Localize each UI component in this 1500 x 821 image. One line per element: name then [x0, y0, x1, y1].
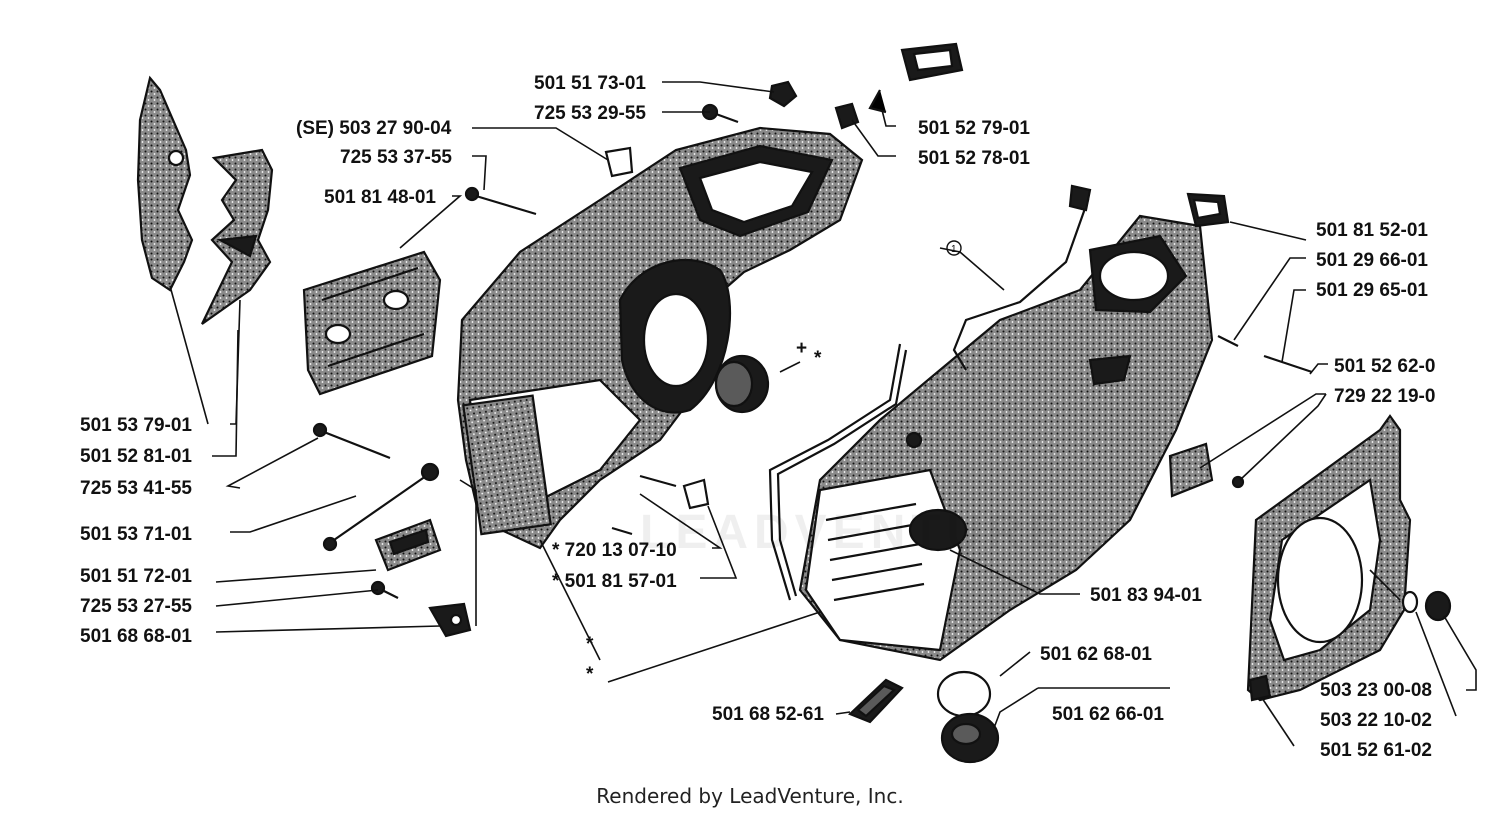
label-501-52-81-01: 501 52 81-01	[80, 446, 192, 467]
part-number-labels: 501 51 73-01 725 53 29-55 (SE) 503 27 90…	[80, 73, 1435, 761]
seal-ring-part-501-62-68-01	[936, 670, 992, 718]
grommet-part	[604, 146, 634, 178]
label-720-13-07-10: * 720 13 07-10	[552, 540, 677, 561]
asterisk-marker-c: *	[814, 348, 822, 369]
label-501-51-72-01: 501 51 72-01	[80, 566, 192, 587]
nut-part-top	[768, 80, 798, 108]
crankcase-right-part	[798, 214, 1214, 662]
long-bolt-part	[312, 422, 391, 460]
label-725-53-37-55: 725 53 37-55	[340, 147, 452, 168]
callout-circle-1	[946, 240, 962, 256]
long-screw-part	[322, 462, 440, 552]
asterisk-marker-b: *	[586, 664, 594, 685]
switch-part-501-81-52-01	[1186, 192, 1230, 228]
bolt-part-725-53-37-55	[464, 186, 537, 216]
label-725-53-27-55: 725 53 27-55	[80, 596, 192, 617]
asterisk-marker-a: *	[586, 634, 594, 655]
tensioner-parts	[611, 474, 710, 536]
clip-part-501-68-68-01	[428, 602, 472, 638]
footer-credit: Rendered by LeadVenture, Inc.	[596, 784, 904, 808]
label-501-52-61-02: 501 52 61-02	[1320, 740, 1432, 761]
label-501-62-68-01: 501 62 68-01	[1040, 644, 1152, 665]
latch-part-501-52-62	[1168, 442, 1214, 498]
watermark-text: LEADVENTURE	[640, 506, 1067, 559]
label-501-52-79-01: 501 52 79-01	[918, 118, 1030, 139]
leader-lines	[169, 81, 1477, 747]
screw-part-top	[701, 103, 739, 124]
label-501-83-94-01: 501 83 94-01	[1090, 585, 1202, 606]
label-503-22-10-02: 503 22 10-02	[1320, 710, 1432, 731]
label-501-81-57-01: * 501 81 57-01	[552, 571, 677, 592]
chain-plate-part	[302, 250, 442, 396]
bracket-part-501-51-72-01	[374, 518, 442, 572]
label-501-29-65-01: 501 29 65-01	[1316, 280, 1428, 301]
nut-part-503-22-10-02	[1424, 590, 1452, 622]
crankcase-left-part	[456, 126, 864, 550]
label-se-503-27-90-04: (SE) 503 27 90-04	[296, 118, 452, 139]
label-501-53-71-01: 501 53 71-01	[80, 524, 192, 545]
vent-part-501-68-52-61	[847, 678, 904, 724]
plug-cap-part	[868, 42, 964, 114]
plus-marker: +	[796, 338, 807, 359]
label-503-23-00-08: 503 23 00-08	[1320, 680, 1432, 701]
pin-part-501-29-65-01	[1263, 354, 1313, 374]
label-725-53-41-55: 725 53 41-55	[80, 478, 192, 499]
spring-part-501-29-66-01	[1217, 335, 1239, 347]
cable-part-1	[952, 184, 1092, 371]
label-729-22-19-0: 729 22 19-0	[1334, 386, 1435, 407]
bearing-drum-part	[714, 354, 770, 414]
label-501-52-62-0: 501 52 62-0	[1334, 356, 1435, 377]
chain-guard-left-part	[136, 75, 194, 292]
label-501-62-66-01: 501 62 66-01	[1052, 704, 1164, 725]
washer-part-503-23-00-08	[1401, 590, 1419, 614]
label-501-68-68-01: 501 68 68-01	[80, 626, 192, 647]
chain-guard-right-part	[201, 148, 274, 325]
label-501-81-52-01: 501 81 52-01	[1316, 220, 1428, 241]
label-725-53-29-55: 725 53 29-55	[534, 103, 646, 124]
label-501-68-52-61: 501 68 52-61	[712, 704, 824, 725]
gasket-part	[768, 343, 908, 601]
starter-cover-part	[1246, 414, 1412, 702]
callout-circle-1-number: 1	[951, 244, 957, 255]
label-501-51-73-01: 501 51 73-01	[534, 73, 646, 94]
label-501-29-66-01: 501 29 66-01	[1316, 250, 1428, 271]
tank-cap-part-501-62-66-01	[940, 712, 1000, 764]
label-501-53-79-01: 501 53 79-01	[80, 415, 192, 436]
label-501-81-48-01: 501 81 48-01	[324, 187, 436, 208]
label-501-52-78-01: 501 52 78-01	[918, 148, 1030, 169]
